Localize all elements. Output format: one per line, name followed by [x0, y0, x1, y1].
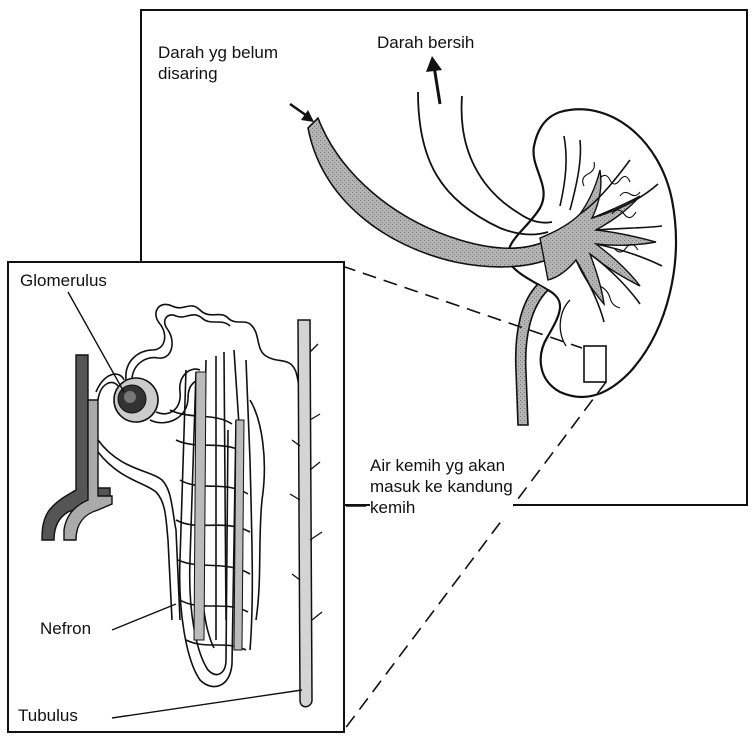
zoom-box: [584, 346, 606, 382]
nephron-panel: [8, 262, 344, 732]
label-tubulus: Tubulus: [18, 705, 78, 726]
label-urine: Air kemih yg akan masuk ke kandung kemih: [370, 455, 513, 518]
label-clean-blood: Darah bersih: [377, 32, 474, 53]
label-unfiltered-blood: Darah yg belum disaring: [158, 42, 278, 84]
label-glomerulus: Glomerulus: [20, 270, 107, 291]
nephron-panel-frame: [8, 262, 344, 732]
label-nefron: Nefron: [40, 618, 91, 639]
